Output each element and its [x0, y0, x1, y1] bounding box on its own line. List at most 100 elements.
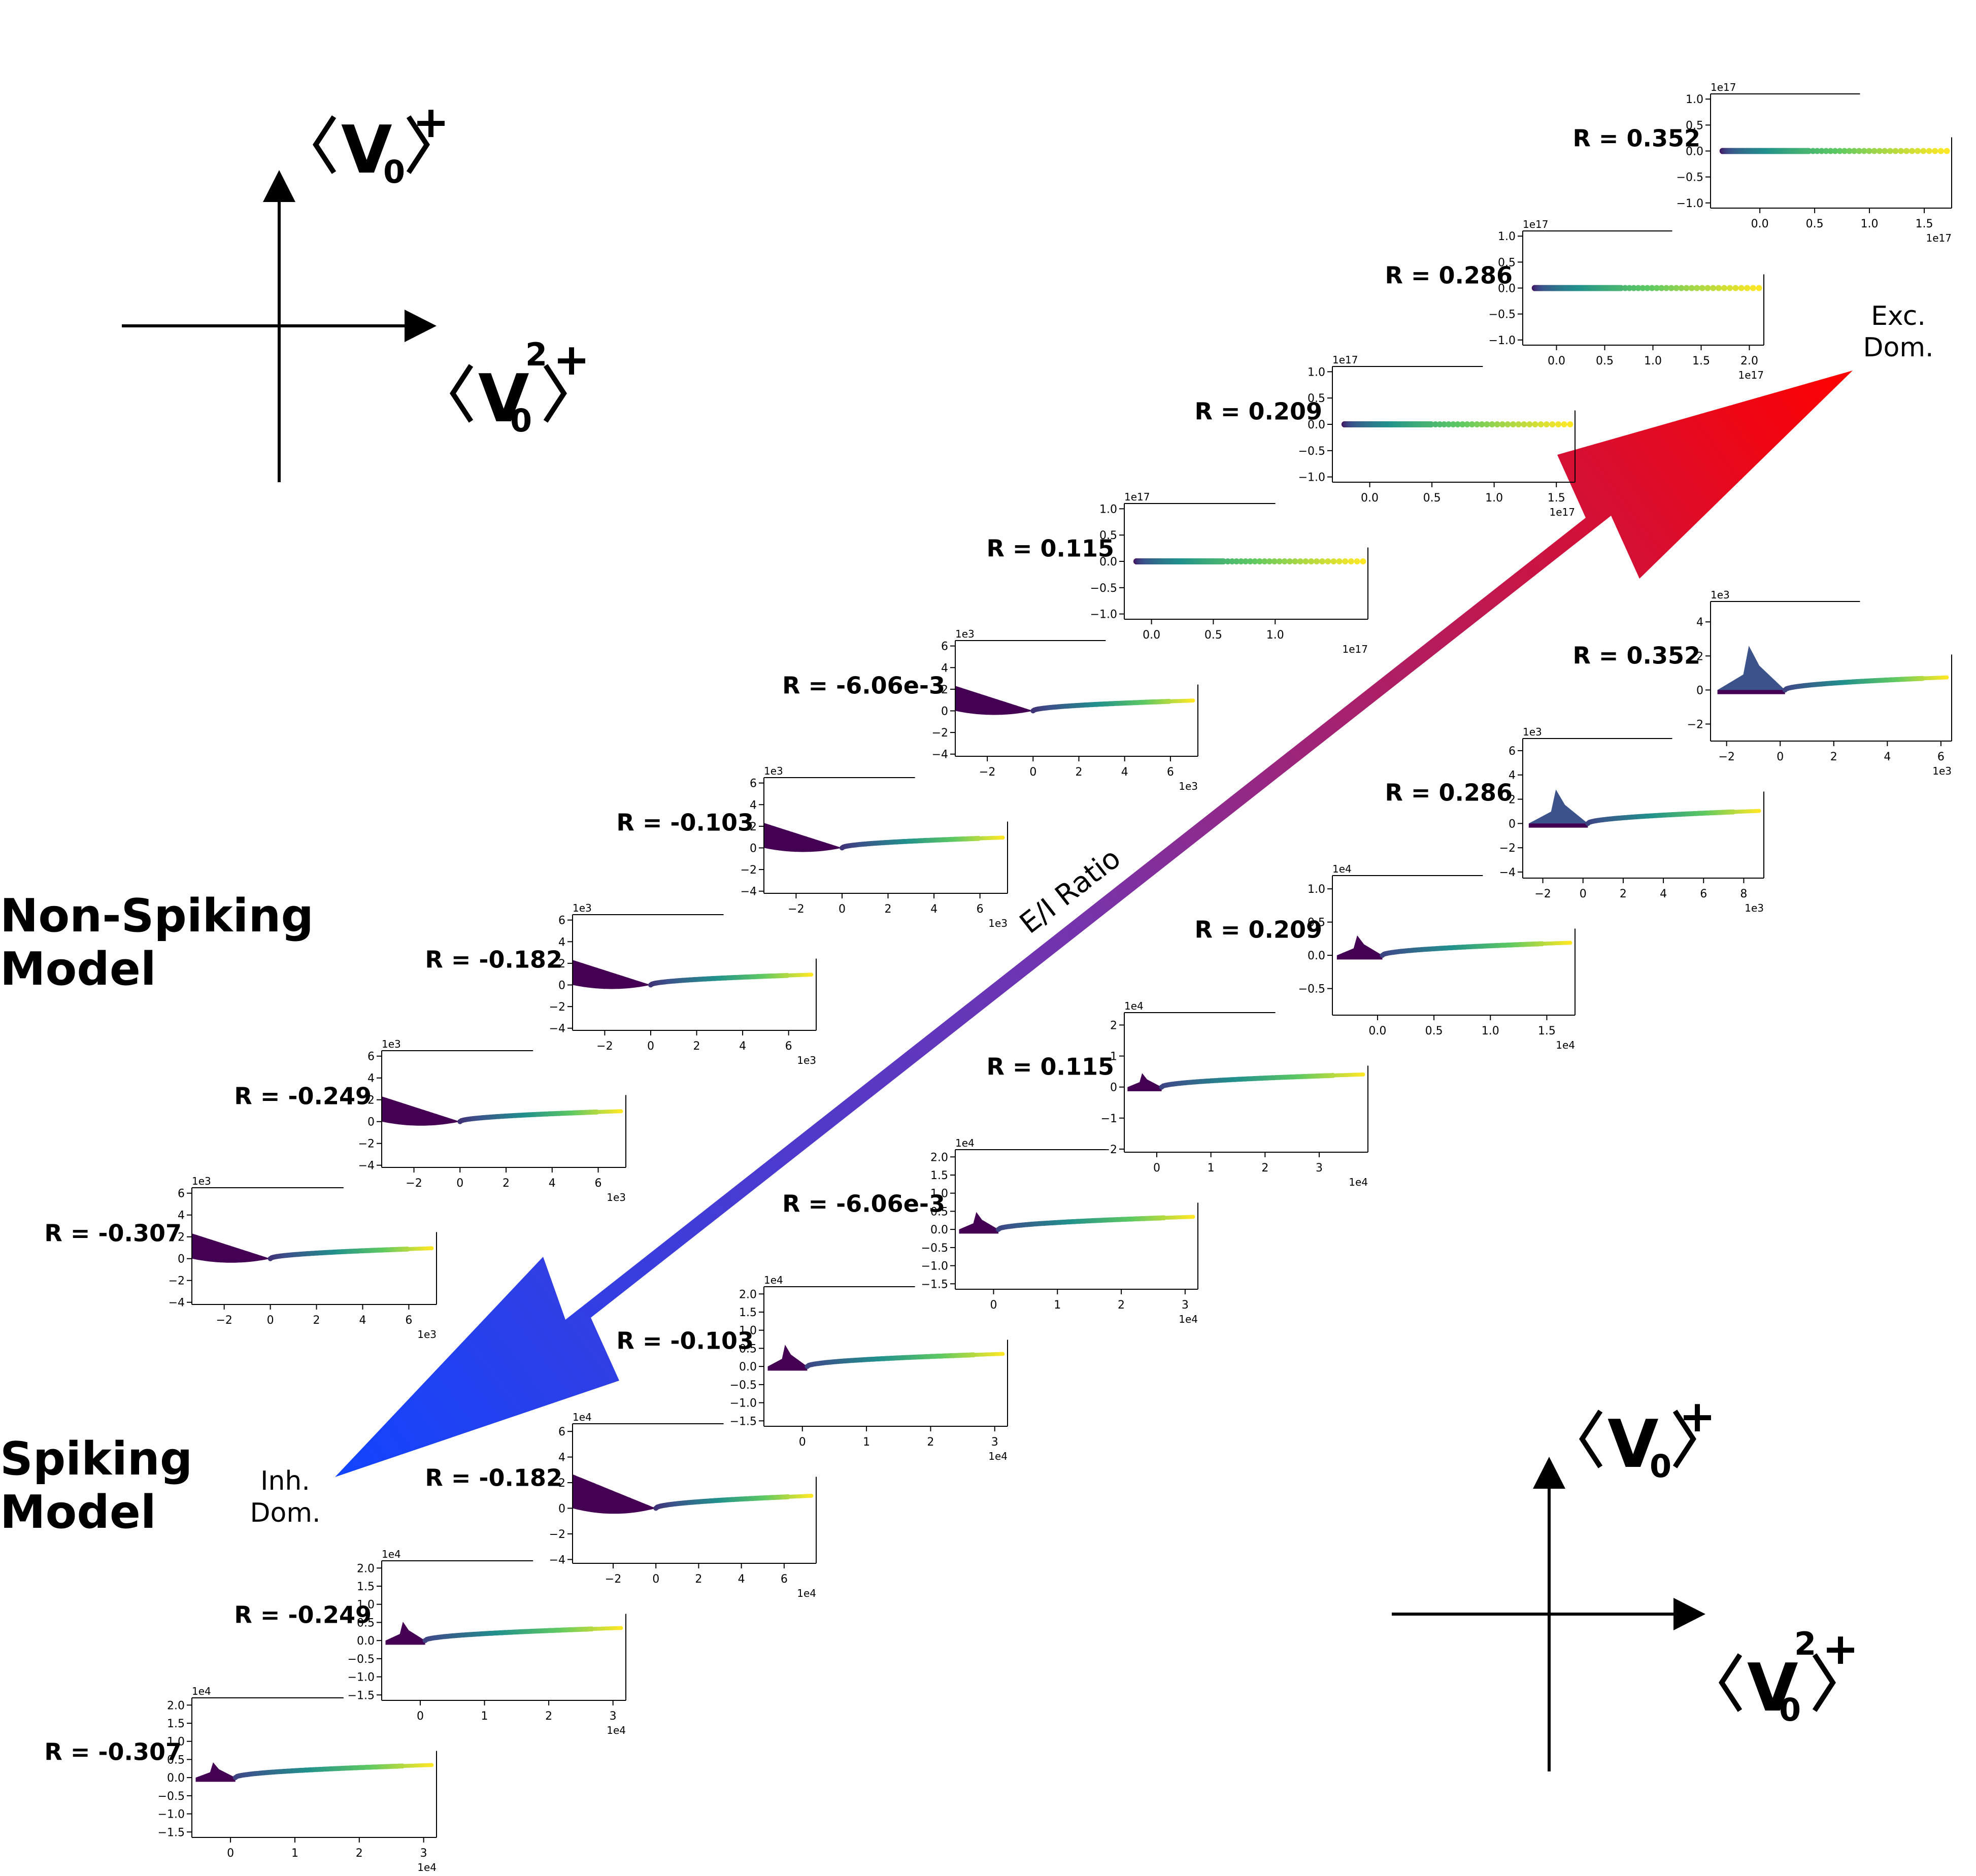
y-tick-label: 4: [367, 1073, 375, 1085]
scatter-point: [1814, 148, 1821, 154]
y-tick-label: −1.5: [921, 1278, 948, 1291]
x-tick-label: −2: [605, 1573, 621, 1586]
y-tick-label: 1.0: [1498, 230, 1516, 243]
svg-text:+: +: [553, 334, 590, 385]
scatter-point: [1224, 558, 1231, 564]
axes-legend-bottom: V 0 + V 0 2 +: [1392, 1391, 1859, 1771]
x-tick-label: 6: [785, 1040, 792, 1053]
scatter-point: [1361, 1072, 1365, 1077]
x-tick-label: 6: [1937, 751, 1945, 763]
y-tick-label: −1.0: [158, 1808, 185, 1821]
scatter-point: [1694, 285, 1700, 291]
x-tick-label: 0.5: [1423, 492, 1441, 505]
scatter-point: [619, 1109, 623, 1114]
y-tick-label: 0.0: [1308, 950, 1325, 962]
scatter-cluster: [385, 1622, 425, 1645]
inh-dom-label-line2: Dom.: [250, 1498, 320, 1528]
y-tick-label: −0.5: [1298, 445, 1325, 458]
y-tick-label: −4: [549, 1554, 565, 1566]
y-exponent: 1e3: [955, 628, 975, 640]
x-tick-label: −2: [1534, 888, 1551, 900]
x-tick-label: 1.5: [1548, 492, 1565, 505]
scatter-cluster: [1528, 789, 1588, 828]
scatter-point: [1515, 421, 1522, 427]
y-tick-label: 6: [941, 641, 948, 653]
x-tick-label: 2: [356, 1847, 363, 1860]
x-tick-label: 0: [1777, 751, 1784, 763]
scatter-cluster: [192, 1233, 271, 1263]
x-tick-label: 0: [267, 1314, 274, 1327]
scatter-point: [1287, 558, 1293, 564]
scatter-point: [1654, 285, 1660, 291]
y-tick-label: 2: [178, 1231, 185, 1244]
scatter-point: [1521, 421, 1527, 427]
y-tick-label: 0.5: [1308, 392, 1325, 405]
y-tick-label: 0: [941, 706, 948, 718]
x-tick-label: 0: [799, 1436, 806, 1449]
scatter-point: [1432, 421, 1439, 427]
spiking-label-line1: Spiking: [0, 1432, 192, 1486]
nonspiking-label-line2: Model: [0, 943, 156, 996]
x-tick-label: 0.5: [1596, 355, 1614, 367]
x-tick-label: 3: [420, 1847, 427, 1860]
x-tick-label: 0: [647, 1040, 654, 1053]
correlation-label: R = -0.103: [616, 809, 754, 836]
x-tick-label: 2: [1118, 1299, 1125, 1312]
scatter-marks: [959, 1212, 1195, 1234]
x-tick-label: 4: [1121, 766, 1128, 779]
scatter-point: [809, 973, 814, 977]
x-exponent: 1e4: [988, 1450, 1008, 1462]
y-tick-label: 2: [558, 1477, 565, 1490]
scatter-point: [1252, 558, 1258, 564]
y-tick-label: 0: [558, 1503, 565, 1516]
scatter-point: [1276, 558, 1283, 564]
x-tick-label: 1.5: [1692, 355, 1710, 367]
scatter-marks: [385, 1622, 623, 1645]
scatter-point: [429, 1246, 434, 1251]
y-tick-label: −0.5: [1298, 983, 1325, 996]
inh-dom-label-line1: Inh.: [260, 1466, 310, 1496]
x-exponent: 1e4: [607, 1724, 626, 1736]
y-tick-label: 0.0: [1498, 283, 1516, 295]
scatter-point: [1281, 558, 1288, 564]
scatter-point: [1851, 148, 1857, 154]
scatter-point: [1510, 421, 1516, 427]
scatter-point: [619, 1626, 623, 1630]
y-tick-label: 2: [941, 684, 948, 696]
x-tick-label: 1.0: [1644, 355, 1662, 367]
scatter-point: [1937, 148, 1944, 154]
scatter-marks: [764, 823, 1005, 852]
scatter-point: [1710, 285, 1717, 291]
scatter-marks: [1717, 646, 1949, 694]
scatter-point: [1308, 558, 1315, 564]
x-tick-label: −2: [596, 1040, 613, 1053]
x-tick-label: 2: [693, 1040, 700, 1053]
scatter-point: [1464, 421, 1470, 427]
y-tick-label: 4: [941, 662, 948, 675]
scatter-cluster: [573, 960, 651, 989]
x-tick-label: 1: [481, 1710, 488, 1723]
scatter-point: [1348, 558, 1354, 564]
y-tick-label: 2: [367, 1094, 375, 1107]
y-exponent: 1e3: [573, 902, 592, 914]
x-tick-label: 6: [977, 903, 984, 916]
y-tick-label: 1: [1110, 1051, 1117, 1063]
y-tick-label: −4: [932, 749, 948, 761]
legend-y-label: V 0 +: [1579, 1391, 1716, 1485]
svg-text:+: +: [1679, 1391, 1716, 1442]
scatter-point: [1271, 558, 1278, 564]
x-tick-label: 2: [1620, 888, 1627, 900]
scatter-point: [1561, 421, 1567, 427]
scatter-point: [1360, 558, 1366, 564]
y-tick-label: −4: [549, 1023, 565, 1035]
y-tick-label: −2: [741, 864, 757, 877]
scatter-point: [1238, 558, 1244, 564]
scatter-point: [1336, 558, 1343, 564]
scatter-point: [1000, 1352, 1005, 1356]
y-tick-label: 0: [558, 980, 565, 992]
scatter-base: [1127, 1087, 1162, 1091]
correlation-label: R = -0.249: [234, 1601, 372, 1629]
legend-x-arrowhead: [1673, 1598, 1705, 1630]
scatter-marks: [1127, 1072, 1365, 1091]
